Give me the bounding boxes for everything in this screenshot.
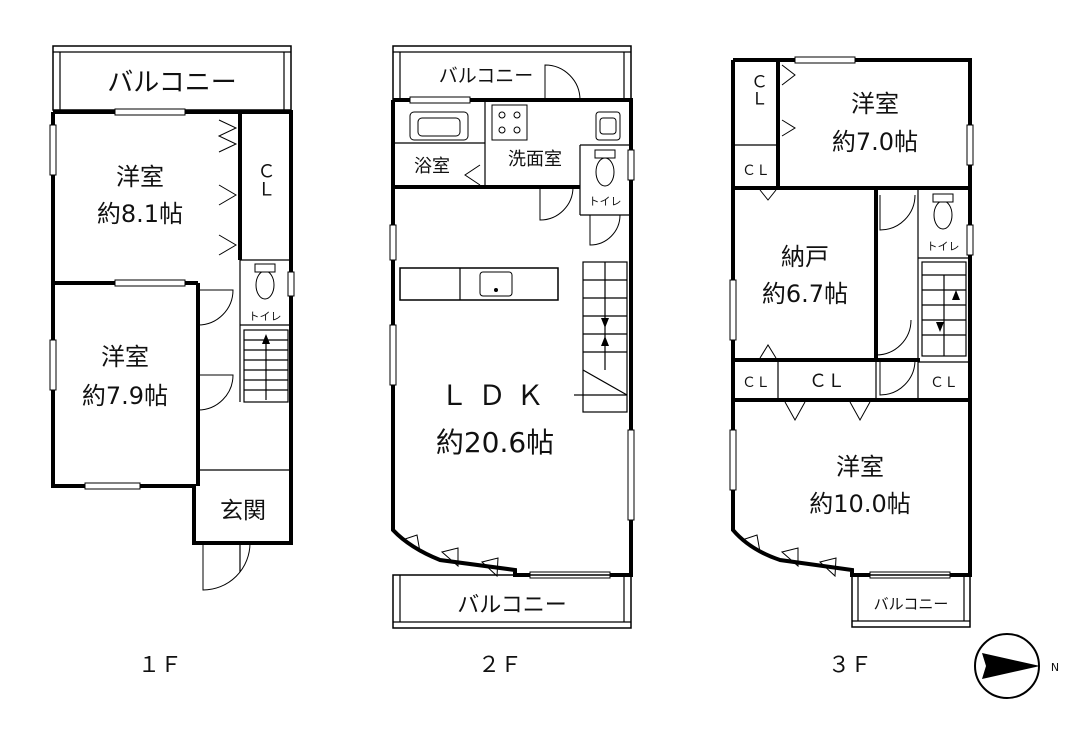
f3-closet-2-label: ＣＬ bbox=[742, 375, 770, 391]
f2-washroom-label: 洗面室 bbox=[508, 149, 562, 170]
f3-balcony-outline bbox=[851, 574, 971, 628]
f1-closet-label: ＣＬ bbox=[255, 162, 276, 198]
f1-room-a-name: 洋室 bbox=[116, 163, 164, 191]
f2-ldk-size: 約20.6帖 bbox=[436, 426, 554, 459]
f3-stairs bbox=[921, 261, 967, 357]
f1-stairs bbox=[243, 329, 289, 403]
f1-toilet-label: トイレ bbox=[249, 310, 282, 323]
floor-3: ＣＬ 洋室 約7.0帖 ＣＬ トイレ 納戸 約6.7帖 ＣＬ ＣＬ ＣＬ 洋室 … bbox=[729, 56, 974, 678]
f3-storage-size: 約6.7帖 bbox=[762, 280, 848, 308]
f2-balcony-bottom-label: バルコニー bbox=[457, 593, 567, 618]
f2-toilet-label: トイレ bbox=[589, 195, 622, 208]
f1-room-b-name: 洋室 bbox=[101, 343, 149, 371]
f1-outer-wall bbox=[51, 110, 293, 545]
f2-kitchen-counter bbox=[399, 267, 559, 301]
f3-room-a-size: 約7.0帖 bbox=[832, 128, 918, 156]
f3-closet-top-label: ＣＬ bbox=[747, 73, 767, 107]
f3-room-b-size: 約10.0帖 bbox=[809, 490, 910, 518]
f3-closet-1-label: ＣＬ bbox=[742, 163, 770, 179]
f1-floor-label: １Ｆ bbox=[138, 653, 182, 678]
floor-1: バルコニー 洋室 約8.1帖 洋室 約7.9帖 ＣＬ トイレ 玄関 １Ｆ bbox=[49, 45, 295, 678]
f2-toilet-icon bbox=[594, 149, 616, 187]
f2-balcony-top-label: バルコニー bbox=[439, 65, 534, 87]
f3-toilet-label: トイレ bbox=[927, 240, 960, 253]
f3-storage-name: 納戸 bbox=[781, 243, 829, 271]
f2-ldk-name: ＬＤＫ bbox=[440, 379, 554, 412]
f2-balcony-bottom-outline bbox=[392, 574, 632, 629]
f3-room-b-name: 洋室 bbox=[836, 453, 884, 481]
f2-bath-label: 浴室 bbox=[414, 156, 450, 177]
floor-2: バルコニー 浴室 洗面室 トイレ ＬＤＫ 約20.6帖 バルコニー ２Ｆ bbox=[389, 45, 635, 678]
f3-room-a-name: 洋室 bbox=[851, 90, 899, 118]
f2-stairs bbox=[574, 261, 628, 413]
compass-north-icon: N bbox=[974, 633, 1059, 699]
f3-closet-3-label: ＣＬ bbox=[809, 371, 845, 392]
f1-room-b-size: 約7.9帖 bbox=[82, 382, 168, 410]
f3-floor-label: ３Ｆ bbox=[828, 653, 872, 678]
compass-north-label: N bbox=[1051, 661, 1059, 674]
f1-balcony-label: バルコニー bbox=[107, 68, 236, 98]
f1-room-a-size: 約8.1帖 bbox=[97, 200, 183, 228]
f1-entrance-label: 玄関 bbox=[220, 498, 266, 524]
f1-toilet-icon bbox=[254, 263, 276, 300]
f3-closet-4-label: ＣＬ bbox=[930, 375, 958, 391]
f3-toilet-icon bbox=[932, 193, 954, 230]
f3-balcony-label: バルコニー bbox=[874, 595, 949, 613]
f2-floor-label: ２Ｆ bbox=[478, 653, 522, 678]
